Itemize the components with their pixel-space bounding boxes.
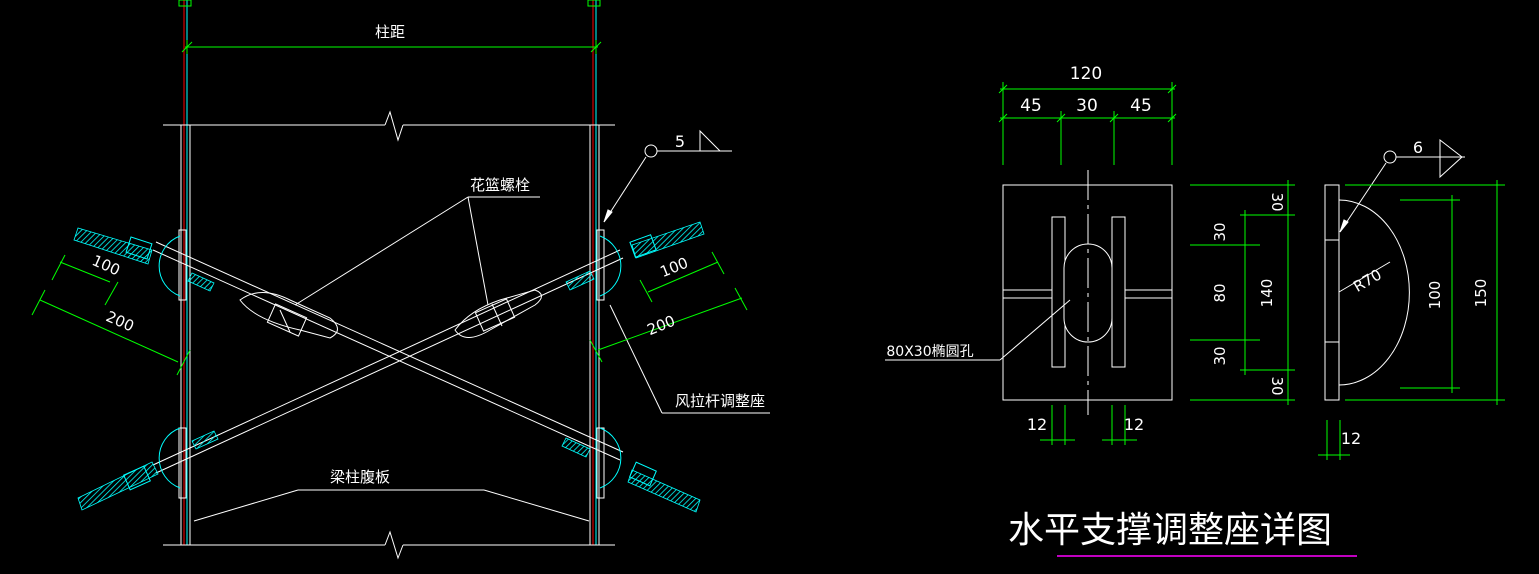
- adjustment-seats: [123, 234, 657, 491]
- vertical-dimensions-side: [1345, 180, 1505, 405]
- top-dimensions: [998, 82, 1177, 165]
- dim-150: 150: [1472, 279, 1490, 308]
- dim-120: 120: [1070, 64, 1102, 84]
- dim-12-left: 12: [1027, 415, 1047, 434]
- hole-label: 80X30椭圆孔: [886, 344, 973, 360]
- dim-45-left: 45: [1020, 96, 1042, 116]
- weld-symbol-left: [603, 129, 732, 223]
- turnbuckle-label: 花篮螺栓: [470, 176, 530, 194]
- bracing-elevation: 柱距: [31, 0, 770, 560]
- dim-80: 80: [1211, 283, 1229, 302]
- dim-30-mid: 30: [1076, 96, 1098, 116]
- seat-plate-front: [1002, 170, 1173, 415]
- left-dimensions: [31, 254, 191, 376]
- radius-label: R70: [1350, 265, 1385, 295]
- top-beam-break-line: [163, 110, 615, 142]
- dim-12-right: 12: [1124, 415, 1144, 434]
- right-dim-200: 200: [644, 312, 677, 339]
- dim-30-bottom: 30: [1268, 376, 1286, 395]
- brace-rod-1: [152, 241, 624, 461]
- threaded-rod-ends: [73, 221, 705, 513]
- web-plate-label: 梁柱腹板: [330, 468, 390, 486]
- seat-side-view: [1324, 184, 1410, 401]
- right-dimensions: [589, 251, 748, 363]
- dim-100: 100: [1426, 281, 1444, 310]
- column-spacing-label: 柱距: [375, 23, 405, 41]
- left-dim-200: 200: [103, 307, 136, 335]
- bottom-dimensions: [1040, 405, 1350, 460]
- weld-size-right: 6: [1413, 138, 1423, 157]
- column-plates: [178, 229, 605, 499]
- right-column: [587, 0, 601, 545]
- left-column: [178, 0, 192, 545]
- dim-30-inner-top: 30: [1211, 222, 1229, 241]
- vertical-dimensions-front: [1190, 180, 1295, 405]
- dim-140: 140: [1258, 279, 1276, 308]
- bottom-beam-break-line: [163, 530, 615, 560]
- web-plate-leader: [193, 489, 590, 522]
- column-spacing-dimension: 柱距: [181, 23, 602, 54]
- weld-symbol-right: [1339, 138, 1465, 233]
- turnbuckle-leader: [294, 196, 540, 306]
- turnbuckle-left: [239, 292, 338, 339]
- adjust-seat-label: 风拉杆调整座: [675, 392, 765, 410]
- dim-45-right: 45: [1130, 96, 1152, 116]
- brace-rod-2: [152, 249, 624, 474]
- weld-size-left: 5: [675, 132, 685, 151]
- detail-title: 水平支撑调整座详图: [1008, 510, 1332, 551]
- right-dim-100: 100: [657, 254, 690, 281]
- dim-30-top: 30: [1268, 192, 1286, 211]
- hole-leader: [885, 299, 1071, 361]
- adjust-seat-leader: [609, 304, 770, 414]
- dim-30-inner-bottom: 30: [1211, 346, 1229, 365]
- turnbuckle-right: [454, 289, 542, 338]
- adjust-seat-detail: 80X30椭圆孔 120 45 30 45: [885, 64, 1505, 557]
- dim-12-side: 12: [1341, 429, 1361, 448]
